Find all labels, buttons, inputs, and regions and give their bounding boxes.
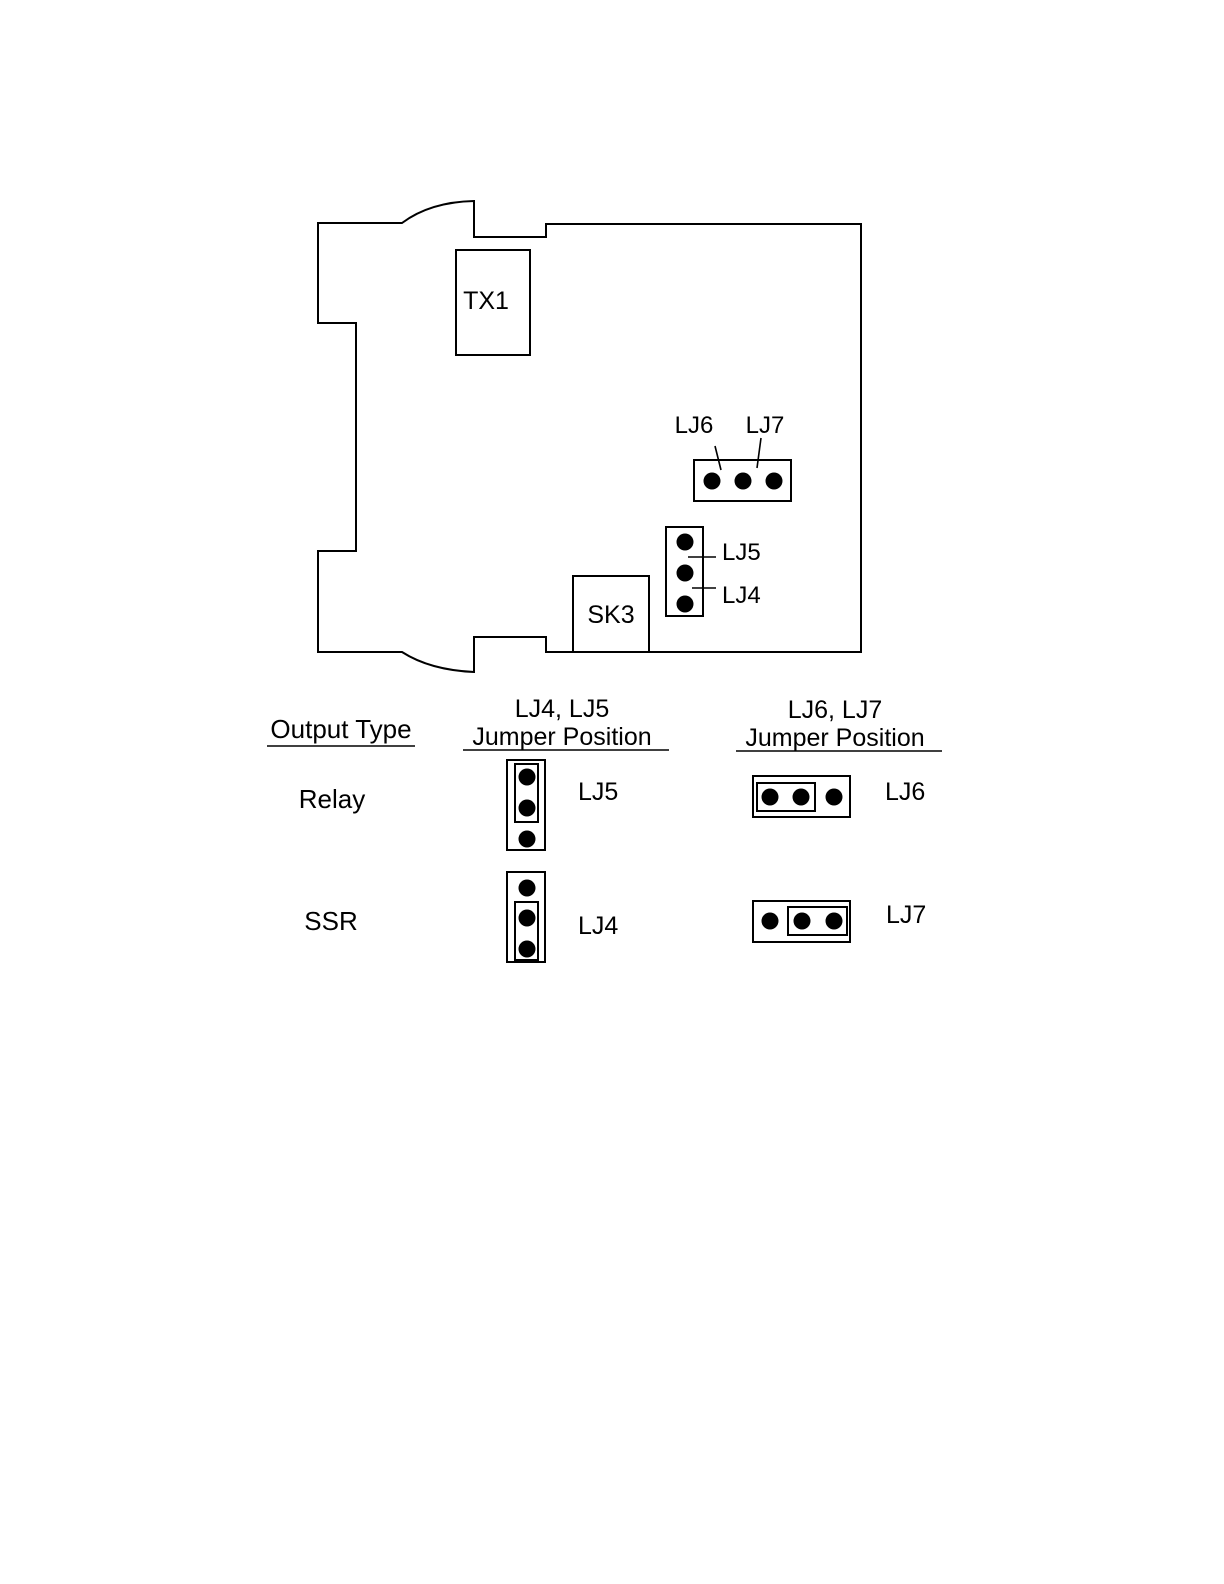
- board-header-pin-3: [766, 473, 783, 490]
- board-header-lj6-lj7: LJ6 LJ7: [675, 412, 791, 501]
- row-output-type: SSR: [304, 906, 357, 936]
- header-lj67-line1: LJ6, LJ7: [788, 696, 883, 724]
- board-header-pin-2: [735, 473, 752, 490]
- table-row: SSR LJ4 LJ7: [304, 872, 926, 962]
- lj7-leader-line: [757, 438, 761, 468]
- board-lj6-label: LJ6: [675, 412, 714, 439]
- relay-lj45-jumper: [507, 760, 545, 850]
- board-lj4-label: LJ4: [722, 582, 761, 609]
- relay-lj67-jumper: [753, 776, 850, 817]
- header-pin: [519, 880, 536, 897]
- header-pin: [519, 941, 536, 958]
- board-vheader-pin-3: [677, 596, 694, 613]
- row-lj45-position: LJ4: [578, 912, 618, 940]
- ssr-lj45-jumper: [507, 872, 545, 962]
- board-header-lj4-lj5: LJ5 LJ4: [666, 527, 761, 616]
- header-pin: [762, 789, 779, 806]
- table-headers: Output Type LJ4, LJ5 Jumper Position LJ6…: [267, 695, 942, 752]
- header-output-type: Output Type: [270, 714, 411, 744]
- header-pin: [826, 789, 843, 806]
- header-lj45-line1: LJ4, LJ5: [515, 695, 610, 723]
- board-lj5-label: LJ5: [722, 539, 761, 566]
- header-lj45-line2: Jumper Position: [472, 723, 651, 751]
- header-pin: [794, 913, 811, 930]
- socket-sk3: SK3: [573, 576, 649, 652]
- jumper-table: Output Type LJ4, LJ5 Jumper Position LJ6…: [267, 695, 942, 962]
- transformer-tx1: TX1: [456, 250, 530, 355]
- header-pin: [519, 769, 536, 786]
- socket-sk3-label: SK3: [587, 601, 634, 629]
- header-pin: [826, 913, 843, 930]
- row-lj67-position: LJ6: [885, 778, 925, 806]
- board-lj7-label: LJ7: [746, 412, 785, 439]
- circuit-board: TX1 SK3 LJ6 LJ7 LJ5 LJ4: [318, 201, 861, 672]
- board-vheader-pin-1: [677, 534, 694, 551]
- transformer-tx1-label: TX1: [463, 287, 509, 315]
- header-pin: [519, 800, 536, 817]
- lj6-leader-line: [715, 446, 721, 470]
- row-lj67-position: LJ7: [886, 901, 926, 929]
- row-lj45-position: LJ5: [578, 778, 618, 806]
- header-lj67-line2: Jumper Position: [745, 724, 924, 752]
- header-pin: [519, 910, 536, 927]
- table-row: Relay LJ5 LJ6: [299, 760, 926, 850]
- row-output-type: Relay: [299, 784, 365, 814]
- header-pin: [519, 831, 536, 848]
- board-vheader-pin-2: [677, 565, 694, 582]
- header-pin: [793, 789, 810, 806]
- header-pin: [762, 913, 779, 930]
- ssr-lj67-jumper: [753, 901, 850, 942]
- board-header-pin-1: [704, 473, 721, 490]
